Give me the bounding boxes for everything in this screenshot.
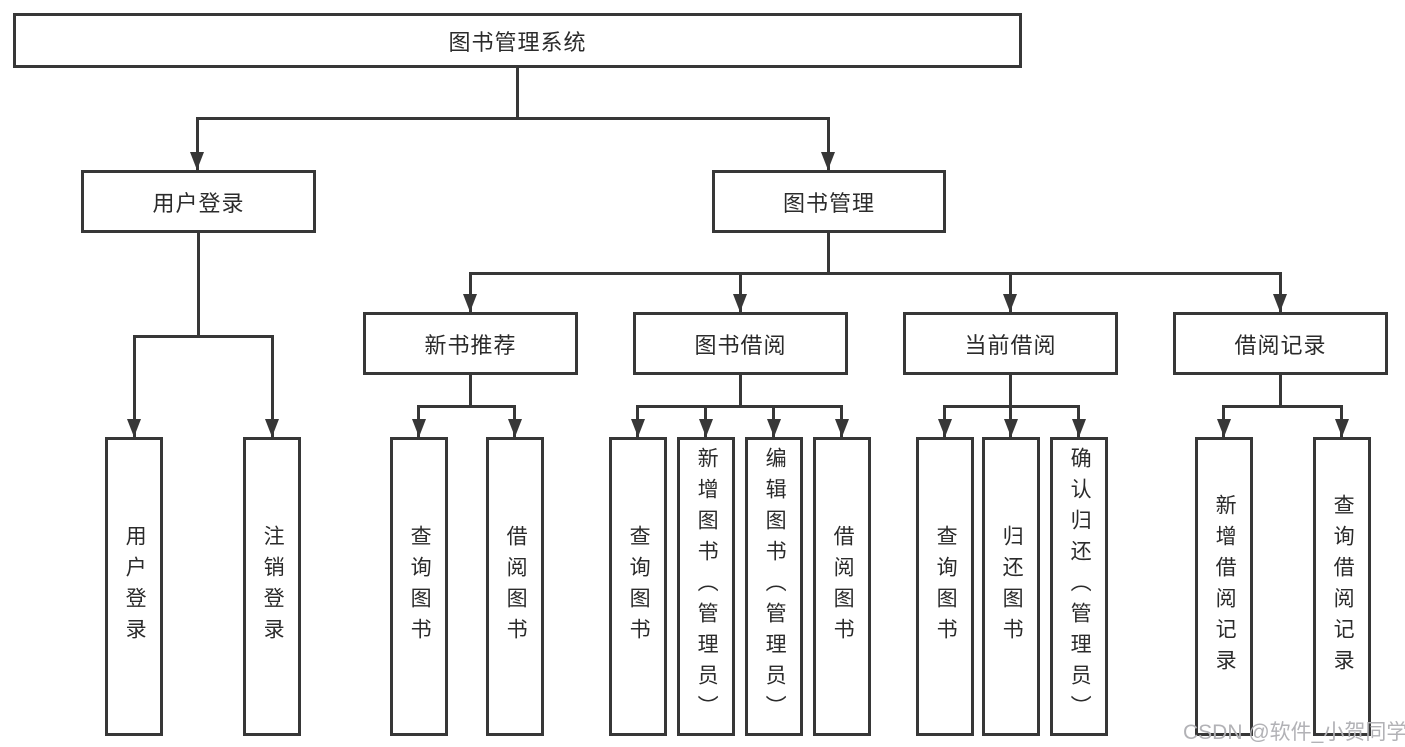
leaf-recommend-borrow-book: 借阅图书 xyxy=(486,437,544,736)
connector-drop-user-leaf-0 xyxy=(133,335,136,437)
leaf-records-query-record: 查询借阅记录 xyxy=(1313,437,1371,736)
leaf-borrow-edit-book-admin: 编辑图书（管理员） xyxy=(745,437,803,736)
node-current-borrow-label: 当前借阅 xyxy=(964,332,1057,358)
arrowhead-l3-1 xyxy=(733,294,747,312)
connector-recommend-bar xyxy=(417,405,516,408)
leaf-recommend-query-book-label: 查询图书 xyxy=(408,524,432,649)
arrowhead-l3-2 xyxy=(1003,294,1017,312)
leaf-borrow-add-book-admin: 新增图书（管理员） xyxy=(677,437,735,736)
node-user-login-label: 用户登录 xyxy=(152,190,245,216)
arrowhead-recommend-1 xyxy=(508,419,522,437)
connector-records-bar xyxy=(1222,405,1343,408)
arrowhead-borrow-3 xyxy=(835,419,849,437)
leaf-borrow-query-book: 查询图书 xyxy=(609,437,667,736)
connector-l2-bar xyxy=(196,117,830,120)
arrowhead-current-1 xyxy=(1004,419,1018,437)
connector-borrow-bar xyxy=(636,405,843,408)
leaf-recommend-query-book: 查询图书 xyxy=(390,437,448,736)
leaf-user-login-label: 用户登录 xyxy=(123,524,147,649)
connector-drop-l3-1 xyxy=(739,272,742,315)
connector-drop-l3-0 xyxy=(469,272,472,315)
node-book-mgmt: 图书管理 xyxy=(712,170,946,233)
connector-user-bar xyxy=(133,335,274,338)
node-book-borrow-label: 图书借阅 xyxy=(694,332,787,358)
connector-records-stem xyxy=(1279,375,1282,408)
leaf-borrow-query-book-label: 查询图书 xyxy=(627,524,651,649)
arrowhead-book-mgmt xyxy=(821,152,835,170)
arrowhead-borrow-0 xyxy=(631,419,645,437)
node-book-borrow: 图书借阅 xyxy=(633,312,848,375)
leaf-current-return-book-label: 归还图书 xyxy=(1000,524,1024,649)
connector-current-stem xyxy=(1009,375,1012,408)
node-new-book-recommend-label: 新书推荐 xyxy=(424,332,517,358)
arrowhead-records-0 xyxy=(1217,419,1231,437)
arrowhead-borrow-2 xyxy=(767,419,781,437)
leaf-current-query-book: 查询图书 xyxy=(916,437,974,736)
arrowhead-recommend-0 xyxy=(412,419,426,437)
connector-drop-user-leaf-1 xyxy=(271,335,274,437)
leaf-current-confirm-return-admin: 确认归还（管理员） xyxy=(1050,437,1108,736)
connector-drop-book-mgmt xyxy=(827,117,830,170)
node-book-mgmt-label: 图书管理 xyxy=(782,190,875,216)
leaf-borrow-borrow-book-label: 借阅图书 xyxy=(831,524,855,649)
arrowhead-l3-3 xyxy=(1273,294,1287,312)
arrowhead-current-0 xyxy=(938,419,952,437)
node-borrow-records: 借阅记录 xyxy=(1173,312,1388,375)
node-borrow-records-label: 借阅记录 xyxy=(1234,332,1327,358)
arrowhead-l3-0 xyxy=(463,294,477,312)
leaf-records-query-record-label: 查询借阅记录 xyxy=(1331,493,1355,680)
leaf-borrow-edit-book-admin-label: 编辑图书（管理员） xyxy=(763,447,787,726)
leaf-logout-label: 注销登录 xyxy=(261,524,285,649)
arrowhead-borrow-1 xyxy=(699,419,713,437)
connector-recommend-stem xyxy=(469,375,472,408)
node-new-book-recommend: 新书推荐 xyxy=(363,312,578,375)
node-user-login: 用户登录 xyxy=(81,170,316,233)
connector-drop-user-login xyxy=(196,117,199,170)
leaf-current-query-book-label: 查询图书 xyxy=(934,524,958,649)
leaf-borrow-borrow-book: 借阅图书 xyxy=(813,437,871,736)
leaf-records-add-record-label: 新增借阅记录 xyxy=(1213,493,1237,680)
arrowhead-user-leaf-1 xyxy=(265,419,279,437)
node-current-borrow: 当前借阅 xyxy=(903,312,1118,375)
connector-user-stem xyxy=(197,233,200,338)
leaf-borrow-add-book-admin-label: 新增图书（管理员） xyxy=(695,447,719,726)
leaf-current-confirm-return-admin-label: 确认归还（管理员） xyxy=(1068,447,1092,726)
arrowhead-user-login xyxy=(190,152,204,170)
node-root-label: 图书管理系统 xyxy=(448,29,587,55)
arrowhead-records-1 xyxy=(1335,419,1349,437)
connector-root-stem xyxy=(516,68,519,120)
arrowhead-user-leaf-0 xyxy=(127,419,141,437)
watermark: CSDN @软件_小贺同学 xyxy=(1183,721,1405,744)
leaf-user-login: 用户登录 xyxy=(105,437,163,736)
connector-drop-l3-3 xyxy=(1279,272,1282,315)
connector-mgmt-stem xyxy=(827,233,830,275)
connector-drop-l3-2 xyxy=(1009,272,1012,315)
leaf-logout: 注销登录 xyxy=(243,437,301,736)
leaf-recommend-borrow-book-label: 借阅图书 xyxy=(504,524,528,649)
connector-l3-bar xyxy=(469,272,1281,275)
connector-borrow-stem xyxy=(739,375,742,408)
arrowhead-current-2 xyxy=(1072,419,1086,437)
node-root: 图书管理系统 xyxy=(13,13,1022,68)
leaf-records-add-record: 新增借阅记录 xyxy=(1195,437,1253,736)
leaf-current-return-book: 归还图书 xyxy=(982,437,1040,736)
